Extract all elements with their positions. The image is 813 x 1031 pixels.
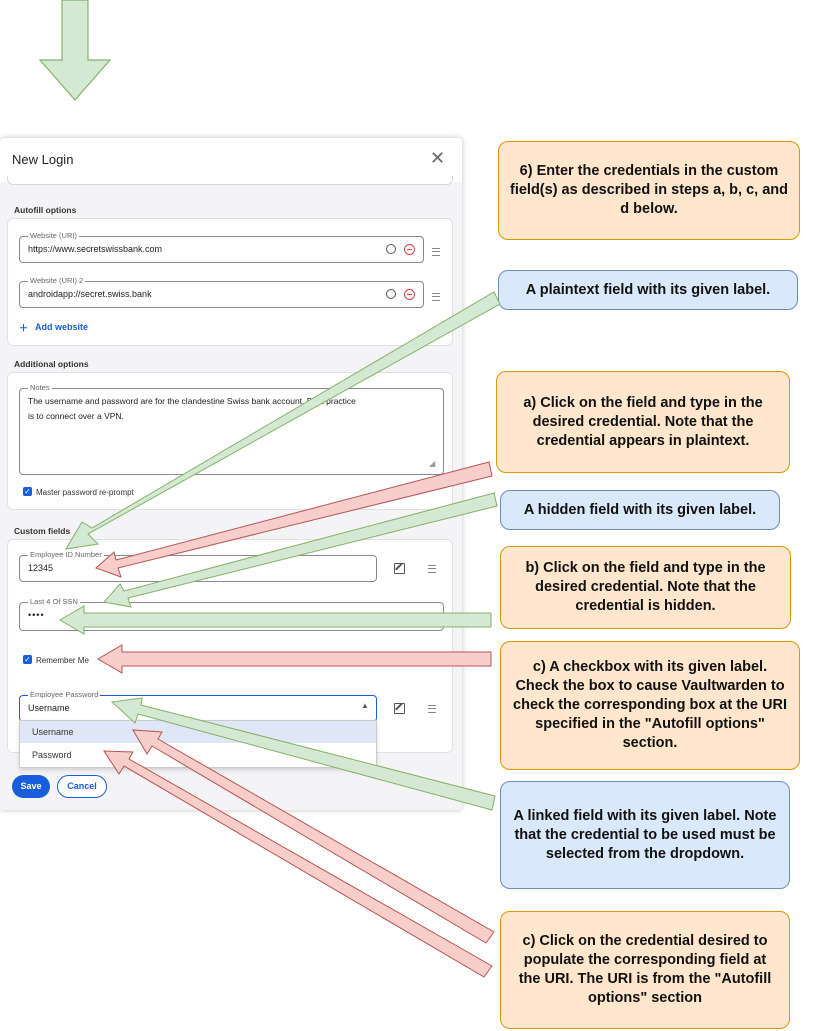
- website-uri-2-label: Website (URI) 2: [28, 276, 86, 286]
- employee-id-label: Employee ID Number: [28, 550, 104, 560]
- drag-handle-icon[interactable]: [432, 248, 440, 256]
- remove-icon[interactable]: [404, 244, 415, 255]
- employee-id-value: 12345: [28, 563, 54, 573]
- website-uri-field[interactable]: Website (URI) https://www.secretswissban…: [19, 231, 424, 263]
- autofill-options-title: Autofill options: [14, 205, 77, 215]
- checkbox-icon[interactable]: ✓: [23, 487, 32, 496]
- callout-step-a: a) Click on the field and type in the de…: [496, 371, 790, 473]
- callout-linked-field: A linked field with its given label. Not…: [500, 781, 790, 889]
- callout-step-c-checkbox: c) A checkbox with its given label. Chec…: [500, 641, 800, 770]
- dialog-header: New Login ✕: [0, 138, 462, 182]
- callout-step-c-click: c) Click on the credential desired to po…: [500, 911, 790, 1029]
- additional-options-title: Additional options: [14, 359, 89, 369]
- employee-password-value: Username: [28, 703, 70, 713]
- plus-icon[interactable]: ＋: [19, 323, 29, 333]
- dropdown-option-label: Username: [32, 727, 74, 737]
- save-button[interactable]: Save: [12, 775, 50, 798]
- employee-password-label: Employee Password: [28, 690, 101, 700]
- checkbox-icon[interactable]: ✓: [23, 655, 32, 664]
- dropdown-option-label: Password: [32, 750, 72, 760]
- callout-step-b: b) Click on the field and type in the de…: [500, 546, 791, 629]
- remember-me-label: Remember Me: [36, 656, 89, 665]
- ssn-value: ••••: [28, 610, 45, 620]
- website-uri-label: Website (URI): [28, 231, 79, 241]
- gear-icon[interactable]: [386, 244, 396, 254]
- add-website-link[interactable]: Add website: [35, 322, 89, 332]
- callout-step-6: 6) Enter the credentials in the custom f…: [498, 141, 800, 240]
- dialog-title: New Login: [12, 152, 74, 167]
- callout-hidden-field: A hidden field with its given label.: [500, 490, 780, 530]
- custom-fields-title: Custom fields: [14, 526, 71, 536]
- notes-label: Notes: [28, 383, 52, 393]
- ssn-label: Last 4 Of SSN: [28, 597, 80, 607]
- close-icon[interactable]: ✕: [430, 148, 446, 168]
- dropdown-option-password[interactable]: Password: [20, 744, 376, 766]
- previous-section-card: [7, 176, 453, 185]
- callout-plaintext-field: A plaintext field with its given label.: [498, 270, 798, 310]
- website-uri-value: https://www.secretswissbank.com: [28, 244, 163, 254]
